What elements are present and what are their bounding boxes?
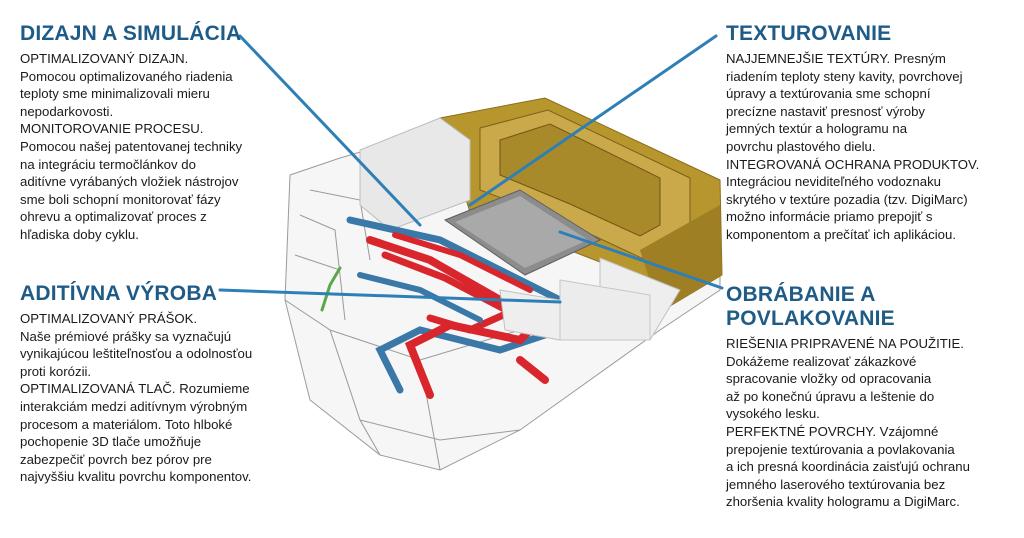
- section-slab: [499, 279, 651, 341]
- texturing-heading: TEXTUROVANIE: [726, 22, 892, 45]
- machining-coating-heading-line2: POVLAKOVANIE: [726, 307, 895, 330]
- machining-coating-section: OBRÁBANIE A POVLAKOVANIE RIEŠENIA PRIPRA…: [726, 283, 1018, 511]
- texturing-text: NAJJEMNEJŠIE TEXTÚRY. Presným riadením t…: [726, 51, 980, 242]
- additive-manufacturing-section: ADITÍVNA VÝROBA OPTIMALIZOVANÝ PRÁŠOK. N…: [20, 282, 310, 486]
- design-simulation-section: DIZAJN A SIMULÁCIA OPTIMALIZOVANÝ DIZAJN…: [20, 22, 300, 244]
- texture-grid: [443, 189, 602, 276]
- cooling-channels: [320, 216, 564, 399]
- machining-coating-heading-line1: OBRÁBANIE A: [726, 283, 876, 306]
- additive-manufacturing-heading: ADITÍVNA VÝROBA: [20, 282, 218, 305]
- leader-line-machining: [558, 230, 724, 290]
- additive-manufacturing-text: OPTIMALIZOVANÝ PRÁŠOK. Naše prémiové prá…: [20, 311, 253, 485]
- leader-line-texturing: [468, 34, 718, 207]
- top-insert-slab: [359, 117, 681, 341]
- wireframe-housing: [284, 119, 721, 471]
- gold-cavity-plate: [439, 97, 723, 313]
- texturing-section: TEXTUROVANIE NAJJEMNEJŠIE TEXTÚRY. Presn…: [726, 22, 1016, 244]
- design-simulation-text: OPTIMALIZOVANÝ DIZAJN. Pomocou optimaliz…: [20, 51, 243, 242]
- design-simulation-heading: DIZAJN A SIMULÁCIA: [20, 22, 242, 45]
- machining-coating-heading: OBRÁBANIE A POVLAKOVANIE: [726, 283, 1018, 331]
- machining-coating-text: RIEŠENIA PRIPRAVENÉ NA POUŽITIE. Dokážem…: [726, 336, 970, 510]
